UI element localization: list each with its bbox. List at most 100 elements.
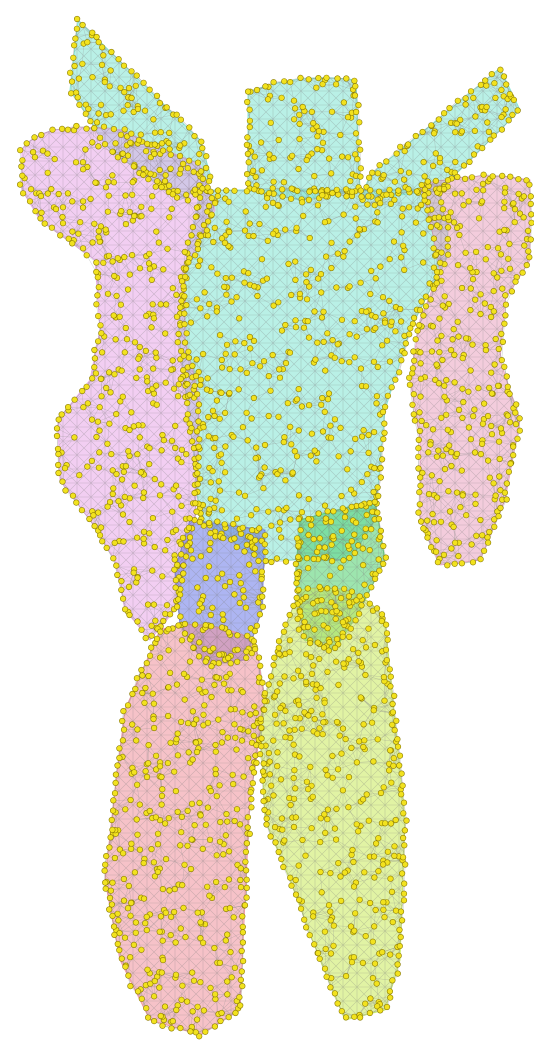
mesh-node <box>503 82 509 88</box>
mesh-node <box>212 992 218 998</box>
mesh-node <box>109 451 115 457</box>
mesh-node <box>112 855 118 861</box>
mesh-node <box>456 334 462 340</box>
mesh-node <box>343 187 349 193</box>
mesh-node <box>207 893 213 899</box>
mesh-node <box>167 215 173 221</box>
mesh-node <box>422 193 428 199</box>
mesh-node <box>207 547 213 553</box>
mesh-node <box>185 843 191 849</box>
mesh-node <box>232 592 238 598</box>
mesh-node <box>160 957 166 963</box>
mesh-node <box>120 851 126 857</box>
mesh-node <box>357 120 363 126</box>
mesh-node <box>377 200 383 206</box>
mesh-node <box>383 647 389 653</box>
mesh-node <box>371 359 377 365</box>
mesh-node <box>226 229 232 235</box>
mesh-node <box>195 910 201 916</box>
mesh-node <box>257 364 263 370</box>
mesh-node <box>155 841 161 847</box>
mesh-node <box>99 45 105 51</box>
mesh-node <box>256 675 262 681</box>
mesh-node <box>496 513 502 519</box>
mesh-node <box>431 286 437 292</box>
mesh-node <box>181 905 187 911</box>
mesh-node <box>312 448 318 454</box>
mesh-node <box>372 499 378 505</box>
mesh-node <box>42 221 48 227</box>
mesh-node <box>158 1013 164 1019</box>
mesh-node <box>191 978 197 984</box>
mesh-node <box>129 252 135 258</box>
mesh-node <box>181 671 187 677</box>
mesh-node <box>60 220 66 226</box>
mesh-node <box>322 812 328 818</box>
mesh-node <box>486 385 492 391</box>
mesh-node <box>163 302 169 308</box>
mesh-node <box>466 425 472 431</box>
mesh-node <box>507 266 513 272</box>
mesh-node <box>175 753 181 759</box>
mesh-node <box>388 684 394 690</box>
mesh-node <box>366 175 372 181</box>
mesh-node <box>274 689 280 695</box>
mesh-node <box>329 240 335 246</box>
mesh-node <box>221 681 227 687</box>
mesh-node <box>483 347 489 353</box>
mesh-node <box>293 324 299 330</box>
mesh-node <box>240 689 246 695</box>
mesh-node <box>213 498 219 504</box>
mesh-node <box>251 733 257 739</box>
mesh-node <box>120 394 126 400</box>
mesh-node <box>332 645 338 651</box>
mesh-node <box>143 768 149 774</box>
mesh-node <box>461 202 467 208</box>
mesh-node <box>501 74 507 80</box>
mesh-node <box>324 75 330 81</box>
mesh-node <box>452 380 458 386</box>
mesh-node <box>133 686 139 692</box>
mesh-node <box>147 87 153 93</box>
mesh-node <box>119 208 125 214</box>
mesh-node <box>331 509 337 515</box>
mesh-node <box>184 400 190 406</box>
mesh-node <box>130 691 136 697</box>
mesh-node <box>281 864 287 870</box>
mesh-node <box>110 259 116 265</box>
mesh-node <box>247 124 253 130</box>
mesh-node <box>173 527 179 533</box>
mesh-node <box>152 476 158 482</box>
mesh-node <box>206 564 212 570</box>
mesh-node <box>223 351 229 357</box>
mesh-node <box>418 361 424 367</box>
mesh-node <box>215 576 221 582</box>
mesh-node <box>495 245 501 251</box>
mesh-node <box>346 804 352 810</box>
mesh-node <box>495 383 501 389</box>
mesh-node <box>95 313 101 319</box>
mesh-node <box>294 225 300 231</box>
mesh-node <box>441 552 447 558</box>
mesh-node <box>268 834 274 840</box>
mesh-node <box>143 148 149 154</box>
mesh-node <box>315 134 321 140</box>
mesh-node <box>478 556 484 562</box>
mesh-node <box>250 360 256 366</box>
mesh-node <box>71 55 77 61</box>
mesh-node <box>139 204 145 210</box>
mesh-node <box>346 600 352 606</box>
mesh-node <box>263 558 269 564</box>
mesh-node <box>262 465 268 471</box>
mesh-node <box>126 883 132 889</box>
mesh-node <box>194 429 200 435</box>
mesh-node <box>107 84 113 90</box>
mesh-node <box>146 261 152 267</box>
mesh-node <box>212 413 218 419</box>
mesh-node <box>313 188 319 194</box>
mesh-node <box>356 739 362 745</box>
mesh-node <box>252 154 258 160</box>
mesh-node <box>148 171 154 177</box>
mesh-node <box>170 358 176 364</box>
